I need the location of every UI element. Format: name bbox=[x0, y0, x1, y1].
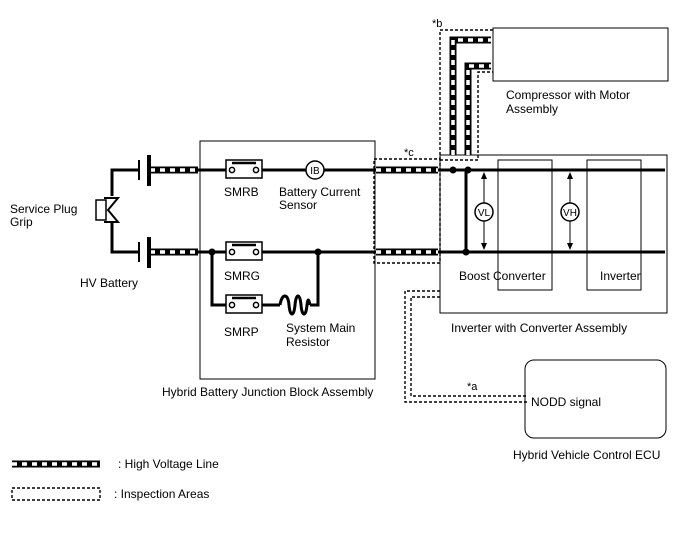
legend-inspection-swatch bbox=[11, 487, 101, 501]
svg-text:Sensor: Sensor bbox=[279, 198, 317, 212]
smrg-relay-icon bbox=[225, 241, 263, 261]
service-plug-label: Service Plug Grip bbox=[10, 202, 77, 229]
hv-battery-label: HV Battery bbox=[80, 276, 138, 290]
svg-text:VL: VL bbox=[478, 208, 491, 219]
inverter-label: Inverter bbox=[600, 269, 641, 283]
svg-text:VH: VH bbox=[563, 208, 577, 219]
svg-text:Grip: Grip bbox=[10, 215, 33, 229]
junction-dot bbox=[462, 248, 470, 256]
high-voltage-lines bbox=[150, 36, 491, 256]
svg-text:Resistor: Resistor bbox=[286, 335, 330, 349]
legend-inspection-label: : Inspection Areas bbox=[114, 487, 209, 501]
circuit-wiring bbox=[110, 155, 665, 307]
boost-converter-box bbox=[497, 159, 553, 291]
vh-sensor-icon: VH bbox=[560, 172, 580, 250]
compressor-label: Compressor with Motor Assembly bbox=[506, 88, 630, 116]
system-main-resistor-icon bbox=[278, 294, 312, 316]
junction-block-label: Hybrid Battery Junction Block Assembly bbox=[162, 385, 373, 399]
legend: : High Voltage Line : Inspection Areas bbox=[11, 457, 219, 501]
marker-b: *b bbox=[432, 18, 442, 30]
system-main-resistor-label: System Main Resistor bbox=[286, 321, 355, 349]
compressor-box bbox=[492, 27, 669, 82]
junction-dot bbox=[464, 166, 472, 174]
ecu-label: Hybrid Vehicle Control ECU bbox=[513, 448, 660, 462]
inverter-box bbox=[586, 159, 642, 291]
svg-text:System Main: System Main bbox=[286, 321, 355, 335]
battery-current-sensor-label: Battery Current Sensor bbox=[279, 185, 361, 212]
junction-dot bbox=[449, 166, 457, 174]
smrg-label: SMRG bbox=[224, 269, 260, 283]
svg-text:Compressor with Motor: Compressor with Motor bbox=[506, 88, 630, 102]
nodd-signal-label: NODD signal bbox=[531, 395, 601, 409]
smrp-relay-icon bbox=[225, 294, 263, 314]
smrb-label: SMRB bbox=[224, 185, 259, 199]
marker-c: *c bbox=[404, 147, 414, 159]
ecu-box bbox=[524, 359, 667, 439]
svg-text:Service Plug: Service Plug bbox=[10, 202, 77, 216]
battery-current-sensor-icon: IB bbox=[305, 160, 325, 180]
svg-text:Battery Current: Battery Current bbox=[279, 185, 361, 199]
svg-text:IB: IB bbox=[310, 166, 320, 177]
legend-high-voltage-label: : High Voltage Line bbox=[118, 457, 219, 471]
svg-text:Assembly: Assembly bbox=[506, 102, 558, 116]
inverter-assembly-label: Inverter with Converter Assembly bbox=[451, 321, 627, 335]
junction-dot bbox=[208, 248, 216, 256]
vl-sensor-icon: VL bbox=[474, 172, 494, 250]
junction-dot bbox=[314, 248, 322, 256]
smrp-label: SMRP bbox=[224, 325, 259, 339]
service-plug-grip-icon bbox=[95, 197, 121, 223]
boost-converter-label: Boost Converter bbox=[459, 269, 546, 283]
inspection-areas bbox=[373, 29, 527, 403]
marker-a: *a bbox=[467, 381, 478, 393]
smrb-relay-icon bbox=[225, 159, 263, 179]
